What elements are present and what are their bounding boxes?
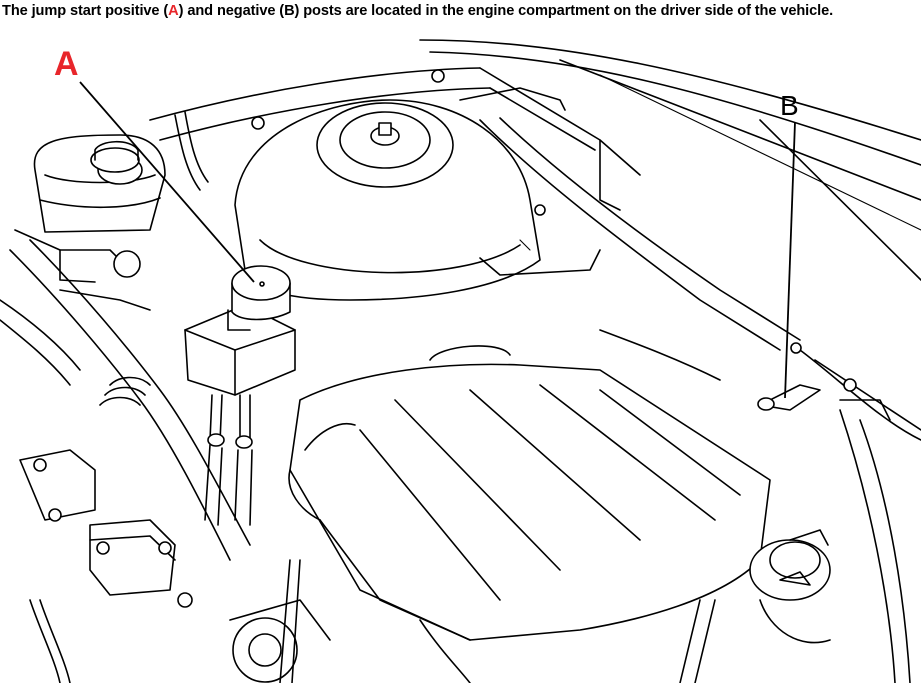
misc-hoses (279, 117, 801, 683)
cowl-panel (149, 67, 641, 216)
callout-b-label: B (780, 90, 799, 121)
negative-post-assembly (757, 342, 891, 421)
callout-a: A (54, 45, 255, 283)
callout-b: B (780, 90, 799, 399)
caption-text-2: ) and negative (B) posts are located in … (178, 3, 834, 19)
reservoir-cap-right (749, 529, 831, 644)
callout-b-leader (784, 121, 796, 399)
positive-post-assembly (184, 265, 296, 526)
figure-caption: The jump start positive (A) and negative… (2, 3, 920, 19)
coolant-reservoir (14, 134, 166, 283)
engine-compartment-illustration: A B (0, 39, 921, 683)
strut-tower (234, 99, 601, 301)
hoses-left (0, 111, 251, 561)
callout-a-label: A (54, 45, 79, 83)
caption-positive-letter: A (168, 3, 179, 19)
caption-text-1: The jump start positive ( (2, 3, 169, 19)
air-cleaner-box (288, 345, 771, 641)
callout-a-leader (79, 81, 255, 283)
fender-outline (419, 39, 921, 683)
